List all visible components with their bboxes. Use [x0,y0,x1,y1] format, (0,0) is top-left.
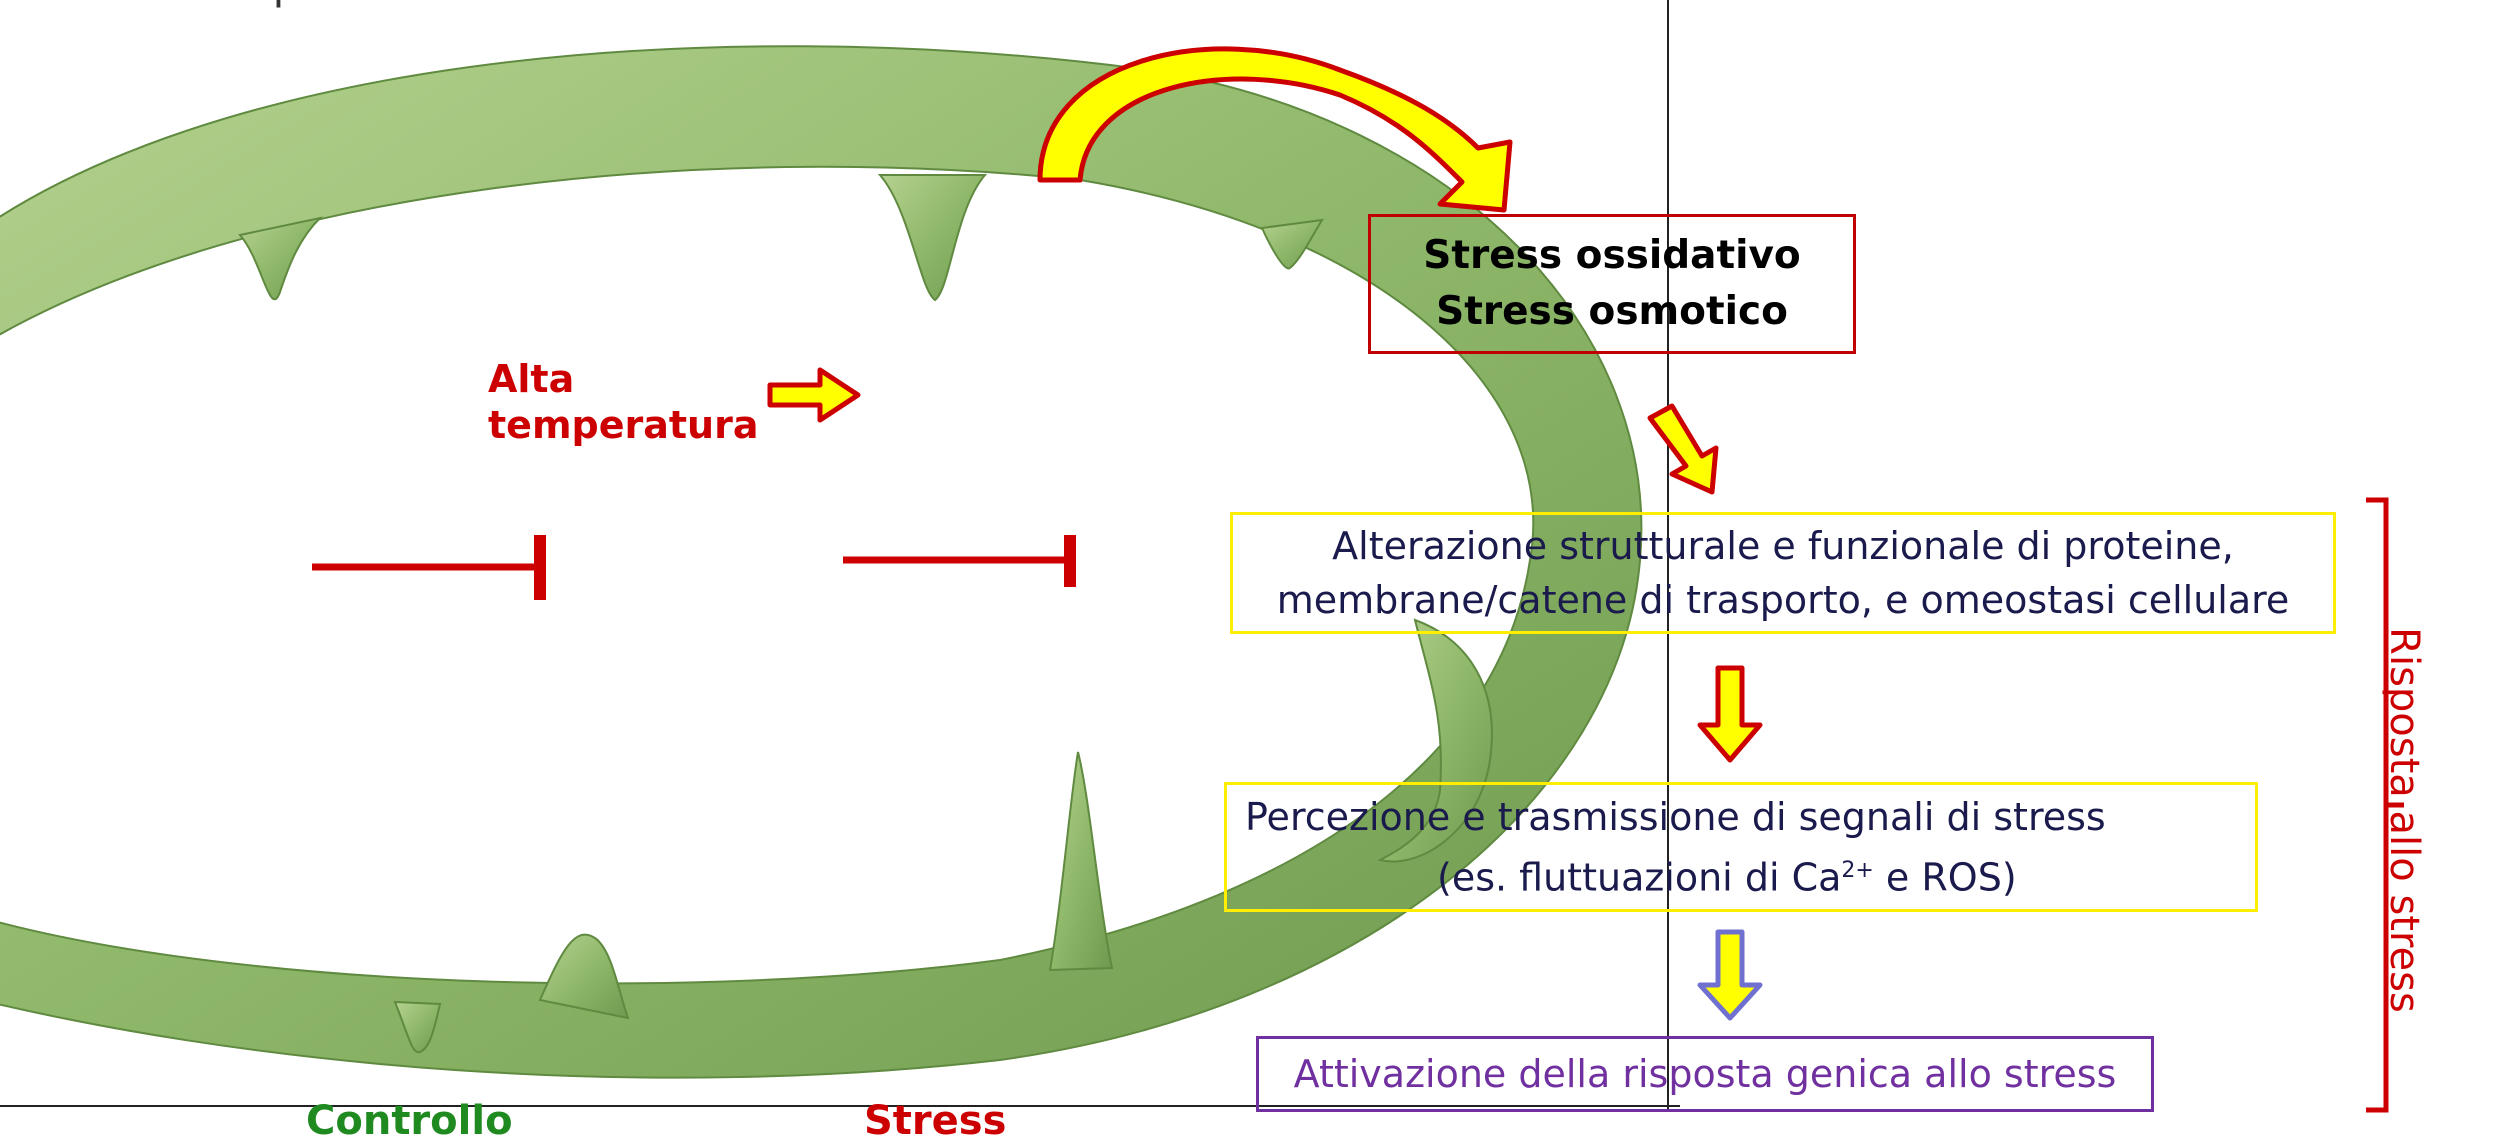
perception-line2: (es. fluttuazioni di Ca2+ e ROS) [1227,844,2255,905]
axis-label-control: Controllo [306,1098,513,1144]
bracket-label: Risposta allo stress [2381,627,2427,1013]
header-text: Risposta allo stress termico e termotoll… [210,0,1175,9]
flow-arrow-down-2 [1700,932,1760,1018]
activation-box: Attivazione della risposta genica allo s… [1256,1036,2154,1112]
alteration-box: Alterazione strutturale e funzionale di … [1230,512,2336,634]
inhibition-symbol-stress [843,535,1070,587]
stimulus-label: Alta temperatura [488,356,759,448]
inhibition-symbol-control [312,535,540,600]
flow-arrow-down-1 [1700,668,1760,760]
stimulus-arrow [770,370,858,420]
flow-arrow-diagonal [1650,406,1716,492]
stress-types-box: Stress ossidativo Stress osmotico [1368,214,1856,354]
axis-label-stress: Stress [864,1098,1006,1144]
perception-box: Percezione e trasmissione di segnali di … [1224,782,2258,912]
